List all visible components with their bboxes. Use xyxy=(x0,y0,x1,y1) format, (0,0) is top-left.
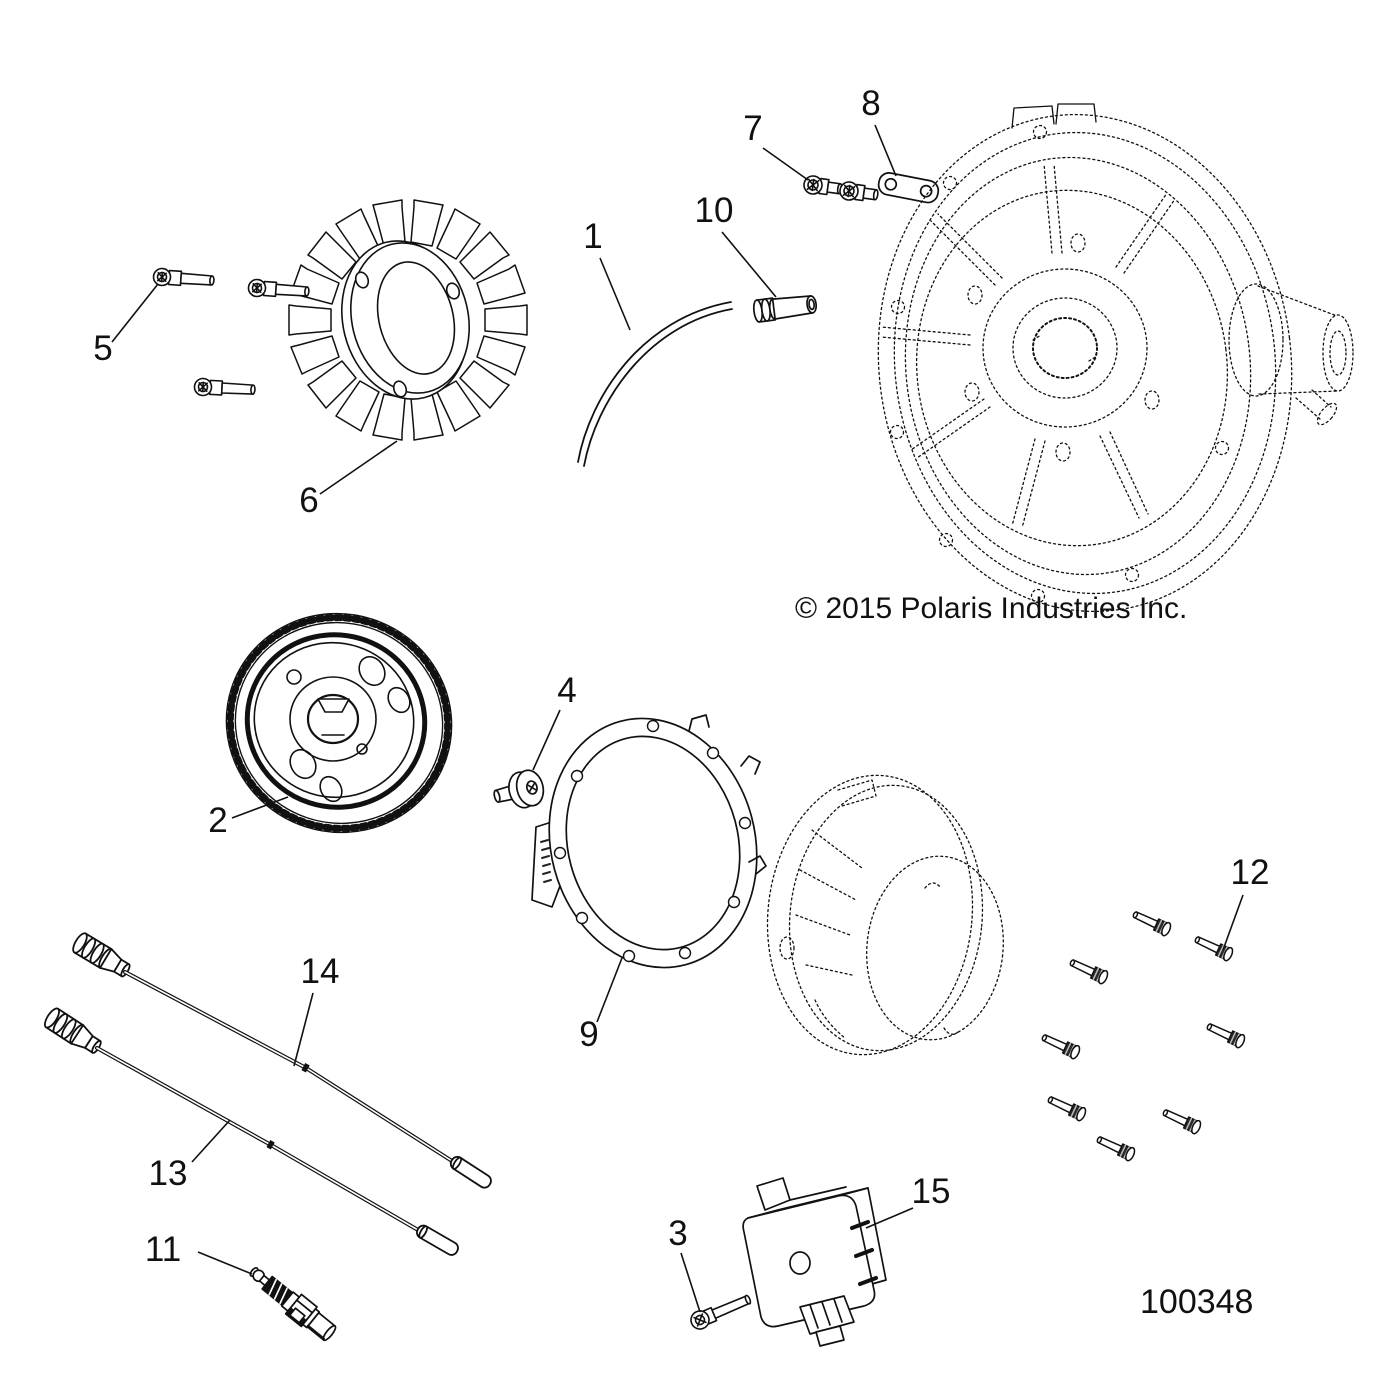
cover-bolts xyxy=(1038,906,1248,1163)
drawing-number: 100348 xyxy=(1140,1283,1253,1321)
callout-13: 13 xyxy=(149,1119,231,1193)
callout-12: 12 xyxy=(1222,853,1270,951)
callout-6: 6 xyxy=(299,440,398,520)
stator xyxy=(288,199,528,441)
callout-3-label: 3 xyxy=(668,1214,687,1253)
spark-plug-wire-lower xyxy=(41,1005,462,1259)
cover-screw xyxy=(493,769,545,809)
callout-1-label: 1 xyxy=(583,217,602,256)
callout-12-label: 12 xyxy=(1231,853,1270,892)
callout-7-label: 7 xyxy=(743,109,762,148)
callout-4-label: 4 xyxy=(557,671,576,710)
callout-14-label: 14 xyxy=(301,952,340,991)
callout-2: 2 xyxy=(208,796,289,840)
rear-cover xyxy=(766,774,1004,1056)
terminal-screws xyxy=(802,174,880,205)
stator-bolts xyxy=(152,267,311,400)
flywheel xyxy=(225,612,453,834)
callout-13-label: 13 xyxy=(149,1154,188,1193)
cover-gasket xyxy=(531,714,767,969)
callout-7: 7 xyxy=(743,109,809,181)
callout-8-label: 8 xyxy=(861,84,880,123)
callout-6-label: 6 xyxy=(299,481,318,520)
callout-11-label: 11 xyxy=(145,1230,181,1269)
callout-9: 9 xyxy=(579,957,623,1054)
callout-5: 5 xyxy=(93,283,159,368)
callout-9-label: 9 xyxy=(579,1015,598,1054)
spark-plug xyxy=(249,1266,337,1342)
callout-15: 15 xyxy=(865,1172,951,1229)
coil-bolt xyxy=(687,1289,755,1333)
callout-10-label: 10 xyxy=(695,191,734,230)
callout-14: 14 xyxy=(293,952,340,1067)
spark-plug-wire-upper xyxy=(69,930,495,1191)
callout-11: 11 xyxy=(145,1230,253,1275)
callout-3: 3 xyxy=(668,1214,701,1313)
ignition-coil xyxy=(742,1177,887,1347)
callout-10: 10 xyxy=(695,191,777,298)
callout-5-label: 5 xyxy=(93,329,112,368)
callout-2-label: 2 xyxy=(208,801,227,840)
strap-bracket xyxy=(877,172,940,204)
callout-4: 4 xyxy=(532,671,577,771)
callout-8: 8 xyxy=(861,84,897,177)
stator-wire xyxy=(577,301,733,467)
wire-connector xyxy=(752,295,818,323)
callout-1: 1 xyxy=(583,217,631,331)
crankcase-cover xyxy=(877,103,1354,613)
callout-15-label: 15 xyxy=(912,1172,951,1211)
copyright-text: © 2015 Polaris Industries Inc. xyxy=(795,592,1187,625)
